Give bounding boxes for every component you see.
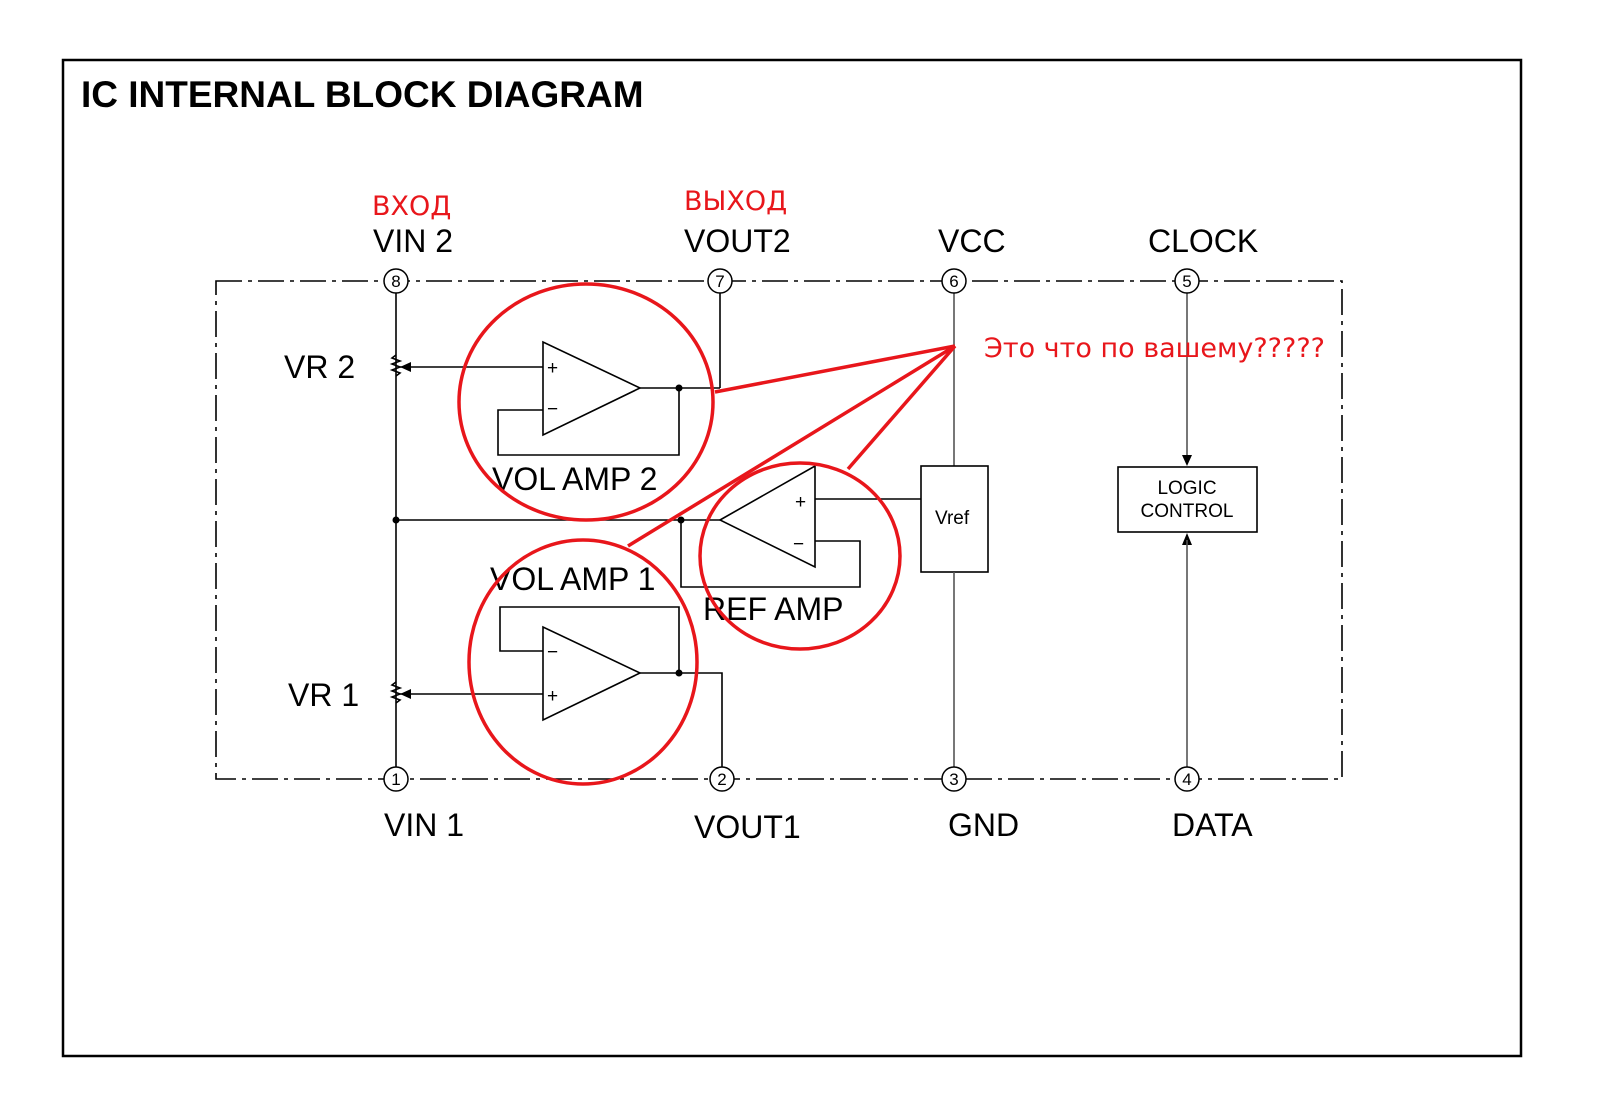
pin4-label: DATA [1172,807,1253,843]
annotation-pointer-refamp [846,344,957,471]
annotation-circle-amp1 [467,538,699,786]
pin2-label: VOUT1 [694,809,801,845]
input-annotation: ВХОД [372,191,451,222]
pin2-circle [709,766,735,792]
pin7-number: 7 [715,272,724,291]
vr1-label: VR 1 [288,677,359,713]
pin5-circle [1174,268,1200,294]
pin4-number: 4 [1182,770,1191,789]
vol-amp2-opamp-icon [542,340,642,437]
pin3-number: 3 [949,770,958,789]
logic-label-line2: CONTROL [1141,501,1234,522]
diagram-title: IC INTERNAL BLOCK DIAGRAM [81,74,644,115]
output-annotation: ВЫХОД [684,186,787,217]
annotation-pointer-amp1 [627,344,956,548]
pin8-number: 8 [391,272,400,291]
amp1-feedback [499,606,680,673]
amp2-junction [675,384,683,392]
amp1-plus: + [547,686,558,707]
logic-control-block [1117,466,1258,533]
pin1-number: 1 [391,770,400,789]
vol-amp2-label: VOL AMP 2 [492,461,657,497]
vout1-wire [640,672,723,768]
vr2-resistor-icon [389,354,403,377]
vr1-arrow-icon [400,689,411,699]
ref-junction-left [392,516,400,524]
ref-amp-opamp-icon [718,464,816,569]
pin7-circle [707,268,733,294]
pin8-label: VIN 2 [373,223,453,259]
refamp-plus: + [795,492,806,513]
vol-amp1-opamp-icon [542,625,642,722]
annotation-circle-refamp [698,461,902,651]
data-arrow-icon [1182,533,1192,545]
ref-amp-label: REF AMP [703,591,843,627]
pin3-label: GND [948,807,1019,843]
vref-block [920,465,989,573]
amp1-minus: − [547,642,558,663]
pin2-number: 2 [717,770,726,789]
vr2-arrow-icon [400,362,411,372]
amp2-plus: + [547,358,558,379]
pin8-circle [383,268,409,294]
pin6-circle [941,268,967,294]
annotation-circle-amp2 [457,282,715,522]
vref-label: Vref [935,508,970,529]
refamp-minus: − [793,534,804,555]
question-annotation: Это что по вашему????? [984,333,1325,364]
pin3-circle [941,766,967,792]
pin1-label: VIN 1 [384,807,464,843]
amp2-minus: − [547,399,558,420]
pin5-label: CLOCK [1148,223,1258,259]
vol-amp1-label: VOL AMP 1 [490,561,655,597]
red-annotations: Это что по вашему????? [457,282,1325,786]
refamp-feedback [680,520,861,588]
pin-markers: 8 7 6 5 1 2 3 4 [383,268,1200,792]
annotation-pointer-amp2 [714,344,956,394]
pin1-circle [383,766,409,792]
pin6-label: VCC [938,223,1006,259]
vr1-resistor-icon [389,681,403,704]
logic-label-line1: LOGIC [1157,478,1216,499]
outer-frame [61,58,1523,1058]
vr2-label: VR 2 [284,349,355,385]
ic-package-outline [215,280,1343,780]
pin6-number: 6 [949,272,958,291]
pin5-number: 5 [1182,272,1191,291]
amp1-junction [675,669,683,677]
pin7-label: VOUT2 [684,223,791,259]
pin4-circle [1174,766,1200,792]
clock-arrow-icon [1182,455,1192,466]
amp2-feedback [497,388,680,456]
